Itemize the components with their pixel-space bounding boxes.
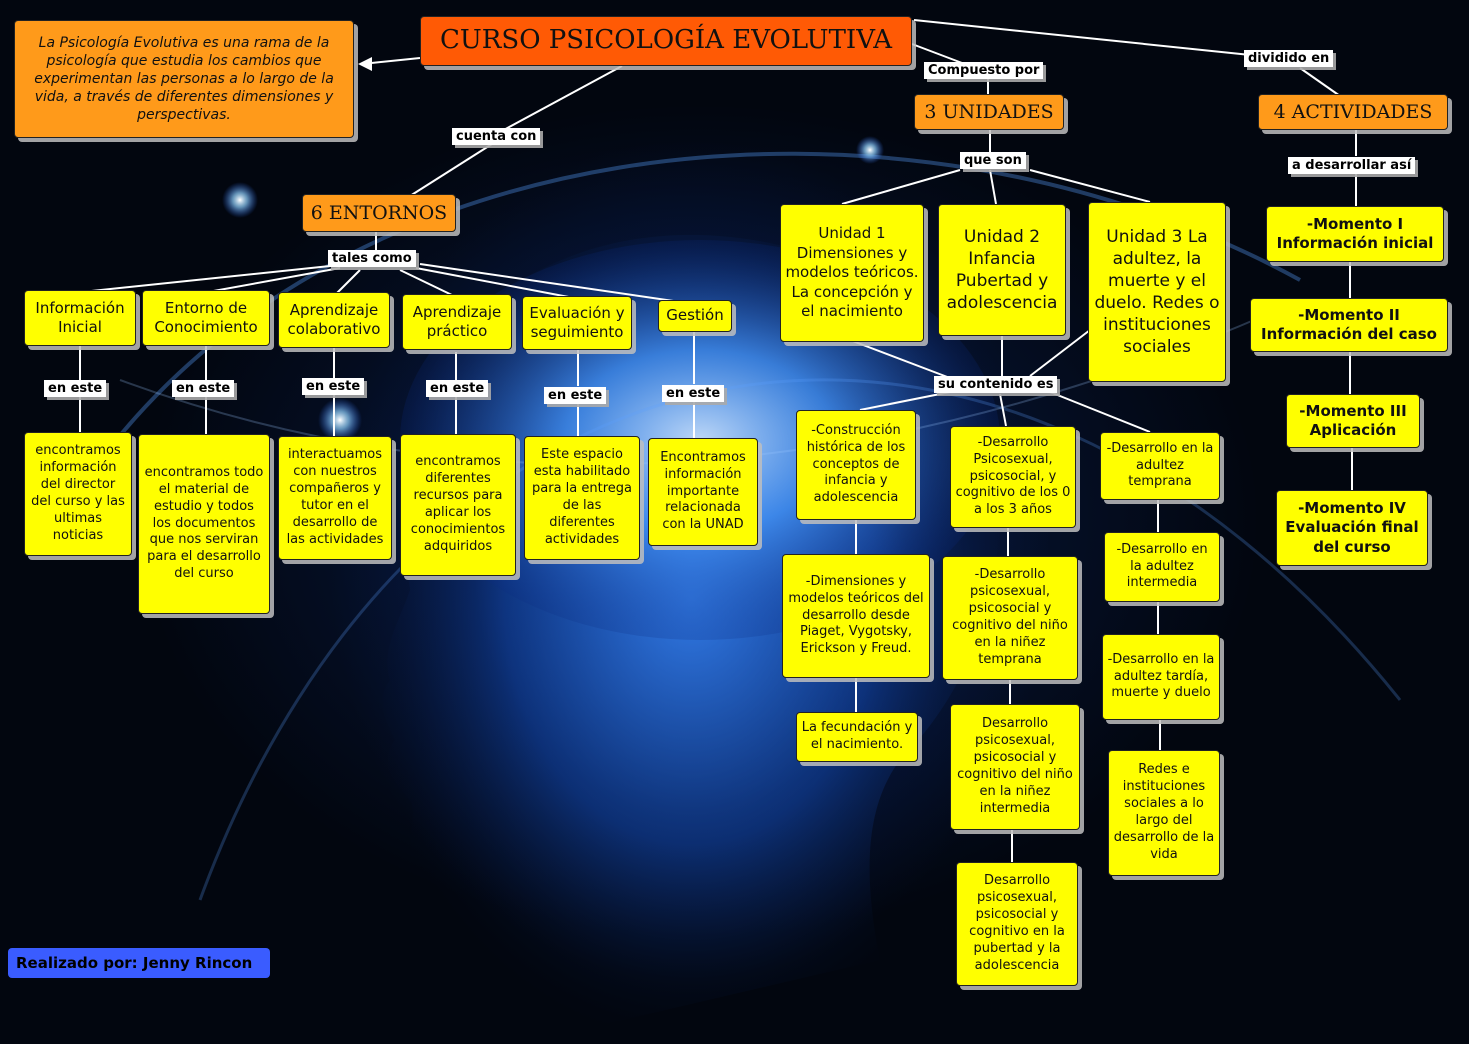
entorno-name-text: Aprendizaje colaborativo: [287, 300, 381, 339]
entorno-name-text: Entorno de Conocimiento: [154, 298, 258, 337]
entorno-description-text: interactuamos con nuestros compañeros y …: [286, 447, 384, 547]
entorno-description-text: encontramos información del director del…: [31, 443, 125, 543]
content-text: -Construcción histórica de los conceptos…: [806, 422, 906, 506]
unidad-2-content: Desarrollo psicosexual, psicosocial y co…: [956, 862, 1078, 986]
unidad-1-content: -Dimensiones y modelos teóricos del desa…: [782, 554, 930, 678]
entorno-description: interactuamos con nuestros compañeros y …: [278, 436, 392, 560]
actividades-heading-text: 4 ACTIVIDADES: [1273, 100, 1433, 123]
entorno-name: Entorno de Conocimiento: [142, 290, 270, 346]
unidades-heading-text: 3 UNIDADES: [924, 100, 1054, 123]
entorno-name-text: Aprendizaje práctico: [412, 302, 502, 341]
unidad-3-content: -Desarrollo en la adultez tardía, muerte…: [1102, 634, 1220, 720]
unidad-1-content: La fecundación y el nacimiento.: [796, 712, 918, 762]
content-text: -Desarrollo en la adultez temprana: [1106, 440, 1214, 490]
author-credit-text: Realizado por: Jenny Rincon: [16, 954, 253, 972]
content-text: Redes e instituciones sociales a lo larg…: [1113, 762, 1215, 862]
momento-box: -Momento III Aplicación: [1286, 394, 1420, 448]
label-compuesto-por: Compuesto por: [924, 62, 1044, 79]
unidad-1: Unidad 1 Dimensiones y modelos teóricos.…: [780, 204, 924, 342]
momento-text: -Momento IV Evaluación final del curso: [1285, 498, 1419, 556]
entorno-description: encontramos información del director del…: [24, 432, 132, 556]
content-text: -Desarrollo en la adultez tardía, muerte…: [1107, 651, 1215, 701]
entorno-name: Gestión: [658, 300, 732, 332]
momento-text: -Momento II Información del caso: [1260, 305, 1437, 344]
unidad-2-content: -Desarrollo Psicosexual, psicosocial, y …: [950, 426, 1076, 528]
content-text: -Desarrollo psicosexual, psicosocial y c…: [952, 567, 1068, 667]
unidad-3-content: -Desarrollo en la adultez temprana: [1100, 432, 1220, 500]
entorno-description-text: Este espacio esta habilitado para la ent…: [532, 447, 632, 547]
label-en-este: en este: [544, 387, 607, 404]
momento-box: -Momento I Información inicial: [1266, 206, 1444, 262]
unidad-1-text: Unidad 1 Dimensiones y modelos teóricos.…: [785, 224, 919, 321]
map-title: CURSO PSICOLOGÍA EVOLUTIVA: [420, 16, 912, 66]
entorno-description: encontramos diferentes recursos para apl…: [400, 434, 516, 576]
content-text: La fecundación y el nacimiento.: [801, 720, 913, 752]
entorno-name-text: Evaluación y seguimiento: [529, 303, 625, 342]
entorno-description: Este espacio esta habilitado para la ent…: [524, 436, 640, 560]
unidad-3-content: -Desarrollo en la adultez intermedia: [1104, 532, 1220, 602]
label-en-este: en este: [44, 380, 107, 397]
definition-text: La Psicología Evolutiva es una rama de l…: [34, 34, 334, 124]
spark: [222, 182, 258, 218]
entornos-heading-text: 6 ENTORNOS: [310, 201, 448, 224]
unidad-3-text: Unidad 3 La adultez, la muerte y el duel…: [1094, 226, 1220, 358]
label-a-desarrollar: a desarrollar así: [1288, 157, 1416, 174]
label-en-este: en este: [172, 380, 235, 397]
momento-box: -Momento IV Evaluación final del curso: [1276, 490, 1428, 566]
label-que-son: que son: [960, 152, 1026, 169]
entorno-name: Información Inicial: [24, 290, 136, 346]
entorno-description: encontramos todo el material de estudio …: [138, 434, 270, 614]
content-text: -Desarrollo Psicosexual, psicosocial, y …: [955, 434, 1071, 518]
author-credit: Realizado por: Jenny Rincon: [8, 948, 270, 978]
unidad-1-content: -Construcción histórica de los conceptos…: [796, 410, 916, 520]
entorno-name: Evaluación y seguimiento: [522, 296, 632, 350]
unidad-3: Unidad 3 La adultez, la muerte y el duel…: [1088, 202, 1226, 382]
momento-box: -Momento II Información del caso: [1250, 298, 1448, 352]
entorno-description-text: Encontramos información importante relac…: [660, 449, 746, 533]
entorno-name-text: Información Inicial: [35, 298, 125, 337]
momento-text: -Momento III Aplicación: [1299, 401, 1407, 440]
map-title-text: CURSO PSICOLOGÍA EVOLUTIVA: [440, 25, 892, 56]
label-dividido-en: dividido en: [1244, 50, 1334, 67]
definition-box: La Psicología Evolutiva es una rama de l…: [14, 20, 354, 138]
entorno-name: Aprendizaje colaborativo: [278, 292, 390, 348]
label-cuenta-con: cuenta con: [452, 128, 541, 145]
content-text: Desarrollo psicosexual, psicosocial y co…: [957, 716, 1073, 816]
spark: [856, 136, 884, 164]
entornos-heading: 6 ENTORNOS: [302, 194, 456, 232]
unidades-heading: 3 UNIDADES: [914, 94, 1064, 130]
label-su-contenido: su contenido es: [934, 376, 1058, 393]
label-en-este: en este: [662, 385, 725, 402]
actividades-heading: 4 ACTIVIDADES: [1258, 94, 1448, 130]
orbit-line: [198, 378, 1402, 901]
unidad-2-text: Unidad 2 Infancia Pubertad y adolescenci…: [946, 226, 1058, 314]
momento-text: -Momento I Información inicial: [1276, 214, 1434, 253]
spark: [318, 398, 362, 442]
entorno-description-text: encontramos diferentes recursos para apl…: [410, 454, 506, 554]
content-text: -Dimensiones y modelos teóricos del desa…: [788, 573, 924, 657]
content-text: -Desarrollo en la adultez intermedia: [1116, 541, 1208, 591]
unidad-3-content: Redes e instituciones sociales a lo larg…: [1108, 750, 1220, 876]
unidad-2-content: Desarrollo psicosexual, psicosocial y co…: [950, 704, 1080, 830]
label-tales-como: tales como: [328, 250, 416, 267]
label-en-este: en este: [302, 378, 365, 395]
content-text: Desarrollo psicosexual, psicosocial y co…: [969, 873, 1065, 973]
unidad-2-content: -Desarrollo psicosexual, psicosocial y c…: [942, 556, 1078, 680]
entorno-name-text: Gestión: [666, 306, 724, 325]
unidad-2: Unidad 2 Infancia Pubertad y adolescenci…: [938, 204, 1066, 336]
entorno-name: Aprendizaje práctico: [402, 294, 512, 350]
entorno-description: Encontramos información importante relac…: [648, 438, 758, 546]
label-en-este: en este: [426, 380, 489, 397]
entorno-description-text: encontramos todo el material de estudio …: [144, 464, 264, 582]
